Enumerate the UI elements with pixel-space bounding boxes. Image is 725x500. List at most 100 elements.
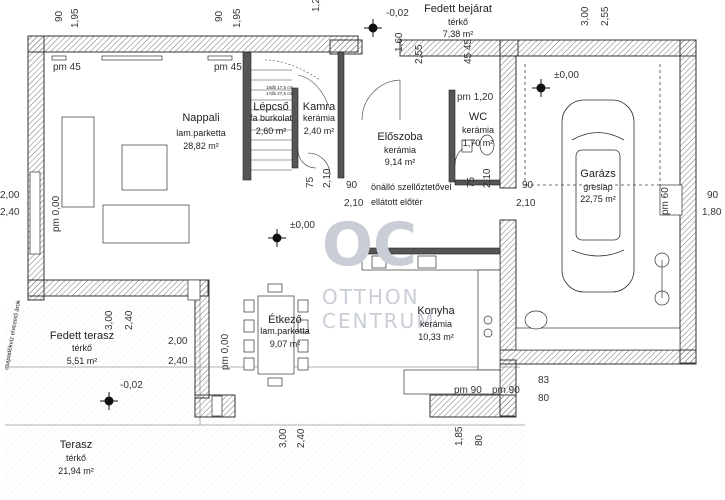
svg-text:2,55: 2,55: [414, 44, 425, 64]
svg-text:2,10: 2,10: [322, 168, 333, 188]
svg-text:10,33 m²: 10,33 m²: [418, 332, 454, 342]
svg-text:3,00: 3,00: [278, 428, 289, 448]
svg-text:Étkező: Étkező: [268, 313, 302, 326]
room-lepcso: Lépcső fa burkolat 2,60 m²: [250, 101, 293, 136]
svg-text:pm 45: pm 45: [53, 62, 81, 73]
svg-text:Terasz: Terasz: [60, 439, 92, 451]
level-entrance: -0,02: [386, 8, 409, 19]
wc-fixtures: [461, 134, 495, 156]
svg-text:Fedett bejárat: Fedett bejárat: [424, 3, 492, 15]
svg-text:fa burkolat: fa burkolat: [250, 113, 293, 123]
room-terasz: Terasz térkő 21,94 m²: [58, 439, 94, 476]
inner-walls: [242, 51, 501, 255]
windows: [29, 55, 683, 417]
room-etkezo: Étkező lam.parketta 9,07 m²: [260, 313, 310, 349]
dimension-labels-vertical: 90 1,95 90 1,95 1,20 3,00 2,55 1,60 2,55…: [51, 0, 671, 448]
bicycle: [654, 252, 670, 306]
svg-text:kerámia: kerámia: [420, 319, 452, 329]
svg-text:90: 90: [54, 10, 65, 22]
svg-text:2,00: 2,00: [168, 336, 188, 347]
svg-text:90: 90: [522, 180, 534, 191]
svg-text:90: 90: [346, 180, 358, 191]
svg-text:Előszoba: Előszoba: [377, 131, 423, 143]
watermark-line2: CENTRUM: [322, 309, 436, 333]
svg-text:90: 90: [214, 10, 225, 22]
svg-text:lam.parketta: lam.parketta: [176, 128, 226, 138]
svg-text:2,60 m²: 2,60 m²: [256, 126, 287, 136]
level-terrace: -0,02: [120, 380, 143, 391]
svg-text:Garázs: Garázs: [580, 168, 616, 180]
svg-text:75: 75: [466, 176, 477, 188]
svg-text:lam.parketta: lam.parketta: [260, 326, 310, 336]
svg-text:80: 80: [474, 434, 485, 446]
svg-text:9,14 m²: 9,14 m²: [385, 157, 416, 167]
svg-text:17db 27,5 cm: 17db 27,5 cm: [266, 91, 294, 96]
level-zero-main: ±0,00: [290, 220, 315, 231]
svg-text:pm 60: pm 60: [660, 187, 671, 215]
dimension-labels: pm 45 pm 45 pm 1,20 90 2,10 90 2,10 90 1…: [0, 62, 722, 404]
svg-text:térkő: térkő: [66, 453, 86, 463]
svg-text:90: 90: [707, 190, 719, 201]
svg-text:2,10: 2,10: [482, 168, 493, 188]
watermark-line1: OTTHON: [322, 285, 420, 309]
svg-text:2,40: 2,40: [168, 356, 188, 367]
svg-text:kerámia: kerámia: [303, 113, 335, 123]
svg-text:önálló szellőztetővel: önálló szellőztetővel: [371, 182, 452, 192]
svg-text:2,10: 2,10: [516, 198, 536, 209]
svg-text:Konyha: Konyha: [417, 305, 455, 317]
svg-text:75: 75: [305, 176, 316, 188]
level-markers: [100, 19, 550, 410]
room-kamra: Kamra kerámia 2,40 m²: [303, 101, 336, 136]
svg-text:2,55: 2,55: [600, 6, 611, 26]
watermark-logo: OC: [322, 210, 417, 280]
svg-text:pm 90: pm 90: [492, 385, 520, 396]
svg-text:térkő: térkő: [72, 343, 92, 353]
stairs: [251, 59, 331, 171]
lower-terrace-area: [5, 420, 525, 500]
svg-text:2,40: 2,40: [124, 310, 135, 330]
svg-text:WC: WC: [469, 111, 487, 123]
svg-text:3,00: 3,00: [104, 310, 115, 330]
svg-text:2,10: 2,10: [344, 198, 364, 209]
room-fedett-terasz: Fedett terasz térkő 5,51 m²: [50, 330, 114, 366]
room-konyha: Konyha kerámia 10,33 m²: [417, 305, 455, 342]
stair-note: 18db 17,5 cm 17db 27,5 cm: [266, 85, 294, 96]
level-zero-garage: ±0,00: [554, 70, 579, 81]
svg-text:1,70 m²: 1,70 m²: [463, 138, 494, 148]
svg-text:18db 17,5 cm: 18db 17,5 cm: [266, 85, 294, 90]
svg-text:21,94 m²: 21,94 m²: [58, 466, 94, 476]
svg-text:ellátott előtér: ellátott előtér: [371, 197, 423, 207]
svg-text:7,38 m²: 7,38 m²: [443, 29, 474, 39]
svg-text:45 45: 45 45: [463, 39, 474, 64]
svg-text:Nappali: Nappali: [182, 112, 219, 124]
svg-text:3,00: 3,00: [580, 6, 591, 26]
watermark: OC OTTHON CENTRUM: [322, 210, 436, 333]
car: [561, 99, 635, 293]
ventilation-note: önálló szellőztetővel ellátott előtér: [371, 182, 452, 207]
svg-text:térkő: térkő: [448, 17, 468, 27]
svg-text:pm 90: pm 90: [454, 385, 482, 396]
living-furniture: [61, 116, 190, 244]
svg-text:22,75 m²: 22,75 m²: [580, 194, 616, 204]
svg-text:2,40 m²: 2,40 m²: [304, 126, 335, 136]
room-wc: WC kerámia 1,70 m²: [462, 111, 494, 148]
svg-text:kerámia: kerámia: [462, 125, 494, 135]
svg-text:1,60: 1,60: [394, 32, 405, 52]
room-eloszoba: Előszoba kerámia 9,14 m²: [377, 131, 423, 167]
svg-text:5,51 m²: 5,51 m²: [67, 356, 98, 366]
dining-table: [243, 283, 309, 387]
svg-text:pm 0,00: pm 0,00: [220, 333, 231, 370]
svg-text:pm 1,20: pm 1,20: [457, 92, 494, 103]
svg-text:83: 83: [538, 375, 550, 386]
svg-text:2,40: 2,40: [296, 428, 307, 448]
room-fedett-bejarat: Fedett bejárat térkő 7,38 m²: [424, 3, 492, 39]
svg-text:1,95: 1,95: [232, 8, 243, 28]
svg-text:1,80: 1,80: [702, 207, 722, 218]
doors: [297, 79, 478, 176]
room-nappali: Nappali lam.parketta 28,82 m²: [176, 112, 226, 151]
svg-text:greslap: greslap: [583, 182, 613, 192]
svg-text:Kamra: Kamra: [303, 101, 336, 113]
svg-text:1,95: 1,95: [70, 8, 81, 28]
svg-text:1,85: 1,85: [454, 426, 465, 446]
